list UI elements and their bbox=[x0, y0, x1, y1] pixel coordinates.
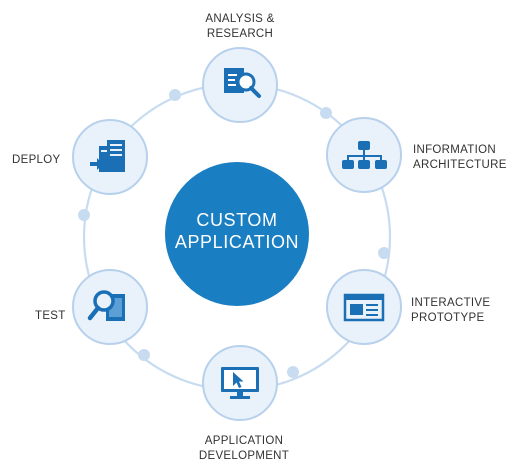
connector-dot bbox=[138, 349, 150, 361]
analysis-magnifier-icon bbox=[224, 68, 261, 98]
connector-dot bbox=[320, 107, 332, 119]
deploy-server-icon bbox=[90, 140, 125, 172]
connector-dot bbox=[287, 366, 299, 378]
sitemap-hierarchy-icon bbox=[342, 141, 387, 169]
stage-label-information-architecture: INFORMATION ARCHITECTURE bbox=[413, 144, 507, 171]
wireframe-window-icon bbox=[343, 293, 385, 322]
stage-label-test: TEST bbox=[35, 310, 66, 322]
center-label-line1: CUSTOM bbox=[196, 210, 278, 230]
node-interactive-prototype bbox=[326, 269, 402, 345]
node-deploy bbox=[72, 119, 148, 195]
stage-label-deploy: DEPLOY bbox=[12, 154, 61, 166]
connector-dot bbox=[78, 209, 90, 221]
stage-label-application-development: APPLICATION DEVELOPMENT bbox=[198, 435, 290, 462]
monitor-cursor-icon bbox=[221, 367, 259, 399]
node-application-development bbox=[202, 345, 278, 421]
connector-dot bbox=[378, 247, 390, 259]
center-label-line2: APPLICATION bbox=[174, 232, 300, 252]
node-analysis-research bbox=[202, 47, 278, 123]
node-information-architecture bbox=[326, 117, 402, 193]
node-test bbox=[72, 269, 148, 345]
center-circle bbox=[165, 162, 309, 306]
center-label: CUSTOM APPLICATION bbox=[166, 209, 308, 253]
stage-label-interactive-prototype: INTERACTIVE PROTOTYPE bbox=[411, 297, 491, 324]
connector-dot bbox=[169, 89, 181, 101]
test-magnifier-box-icon bbox=[87, 290, 125, 321]
stage-label-analysis-research: ANALYSIS & RESEARCH bbox=[205, 13, 275, 40]
